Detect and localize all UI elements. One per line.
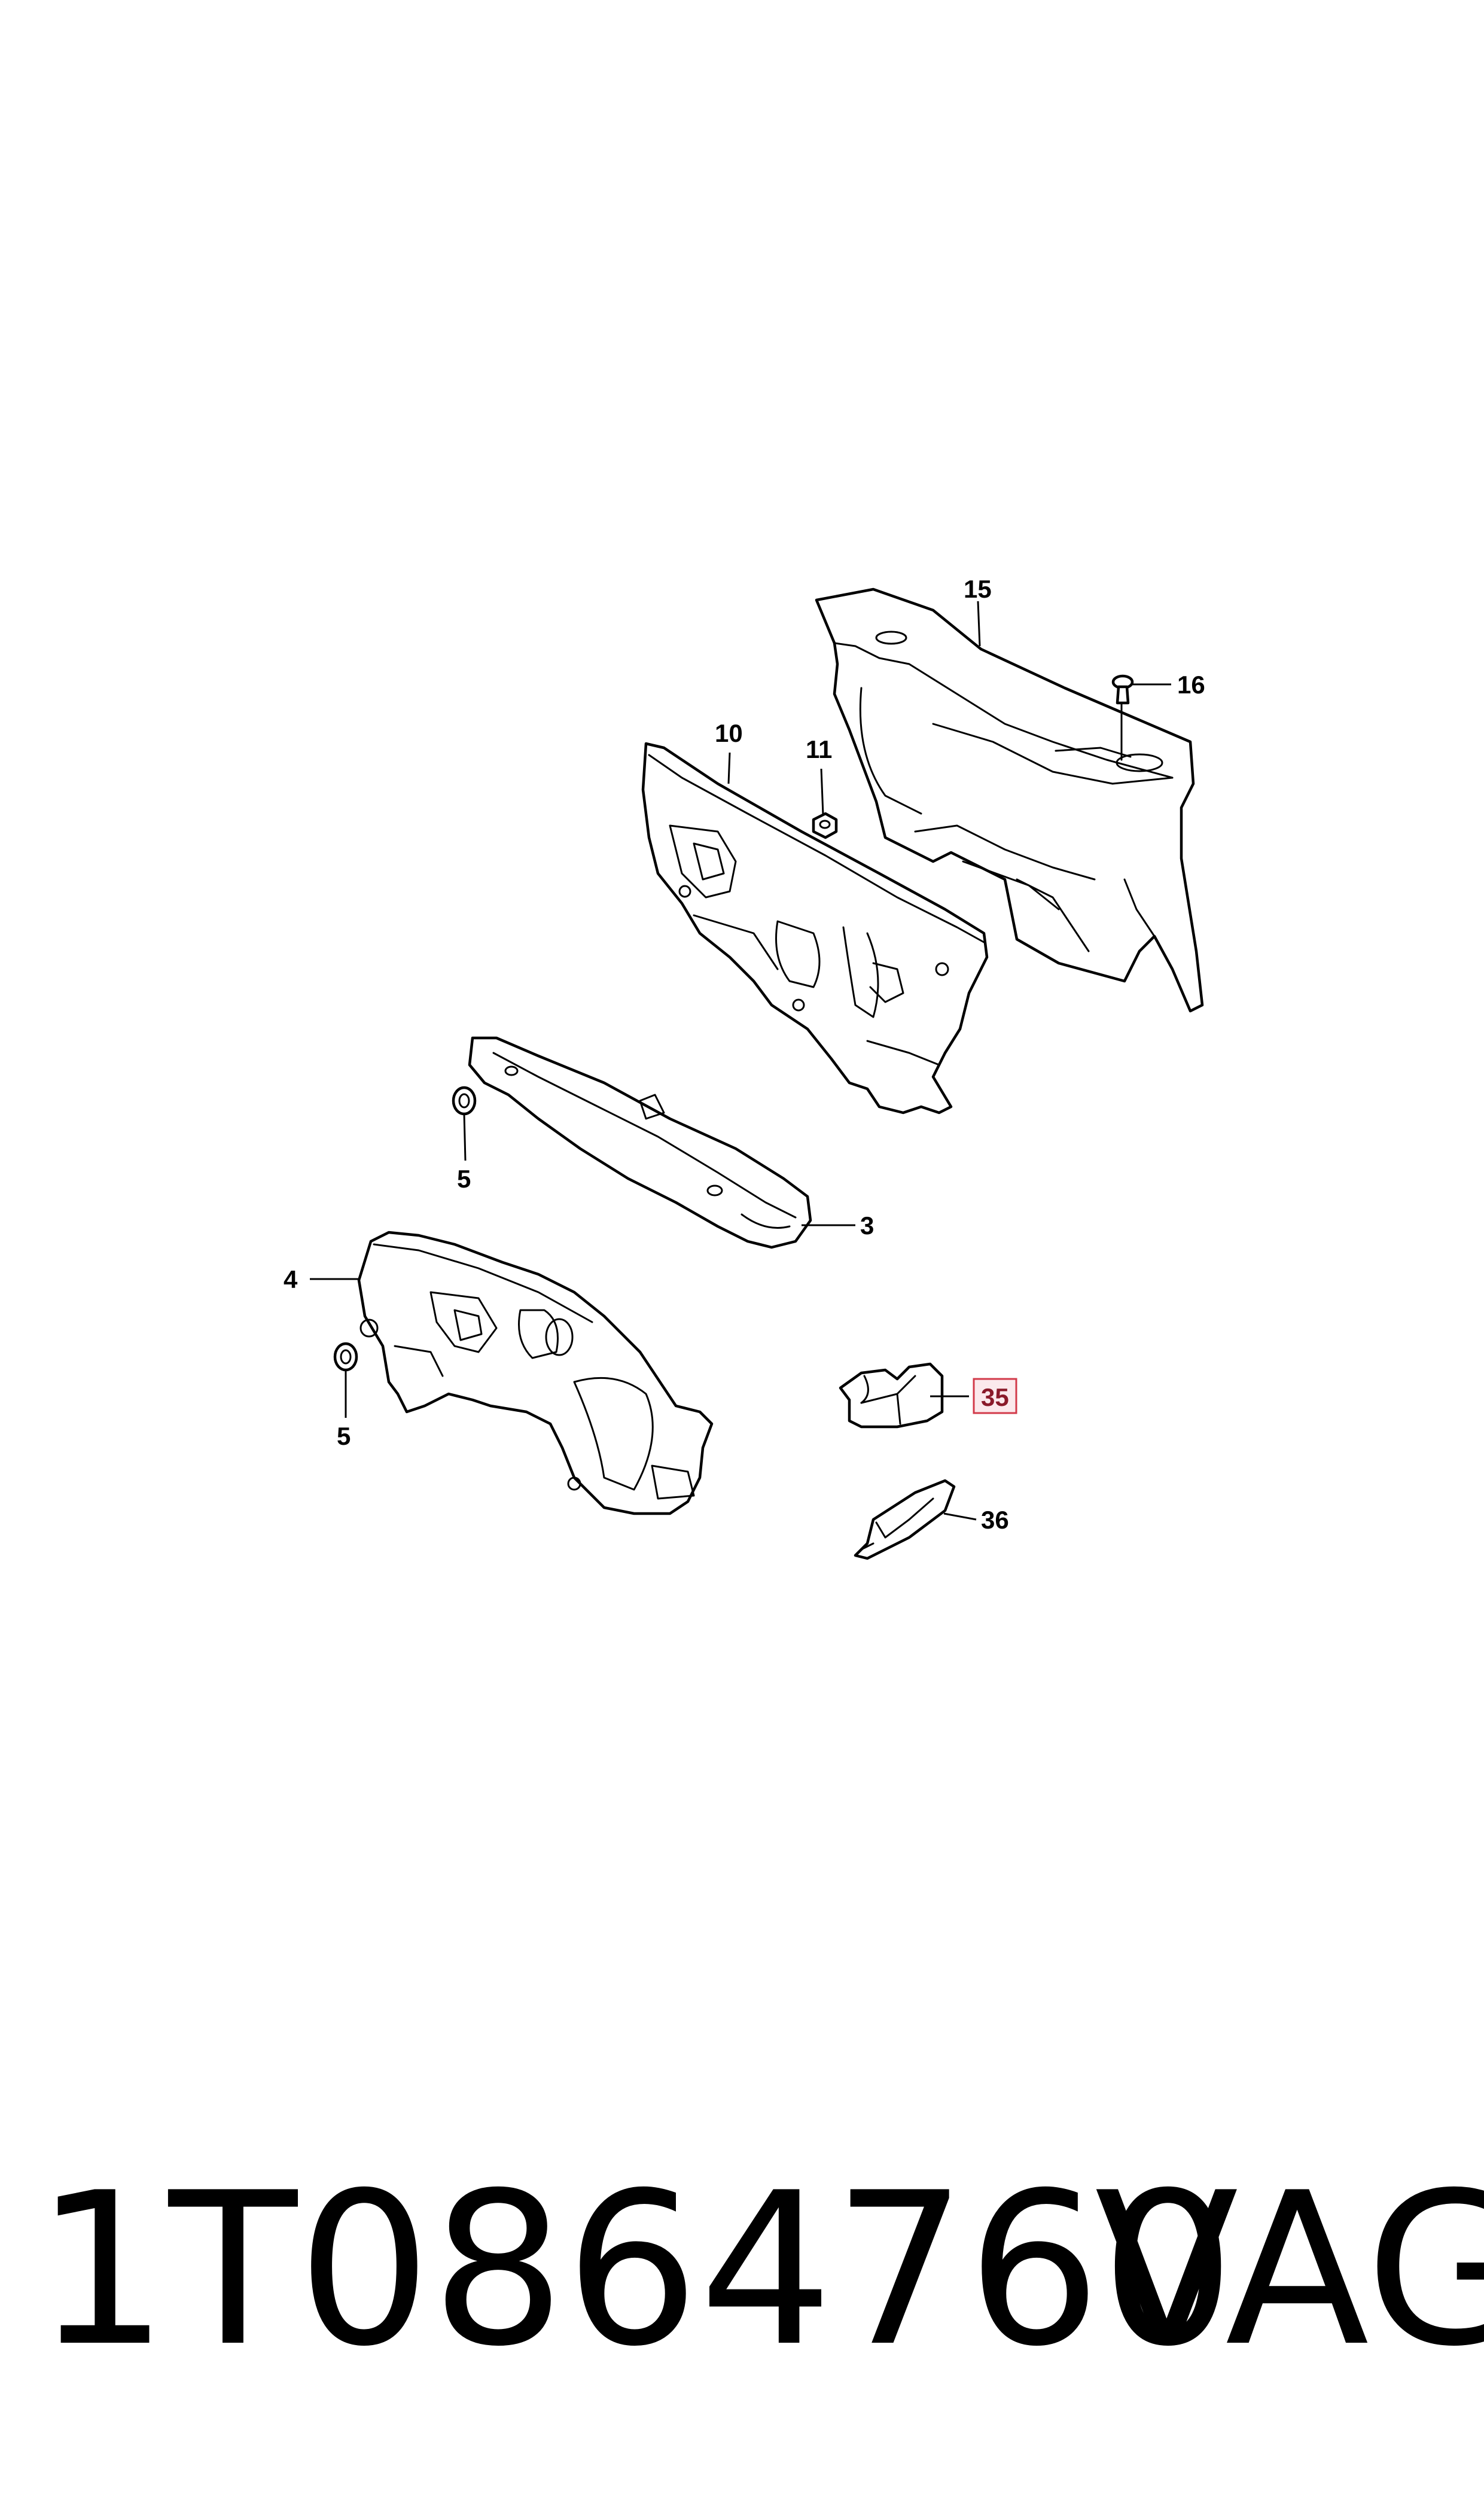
callout-5-lower: 5 — [337, 1422, 351, 1450]
part-36-strip — [854, 1479, 956, 1560]
part-15-insulation-panel — [815, 587, 1204, 1013]
part-5-grommet-lower — [333, 1342, 358, 1372]
leader-15 — [977, 601, 981, 647]
callout-16: 16 — [1177, 671, 1205, 699]
part-4-lower-insulation — [357, 1231, 714, 1515]
callout-15: 15 — [964, 575, 992, 603]
part-16-clip — [1111, 674, 1134, 705]
part-3-bracket — [468, 1036, 812, 1249]
callout-3: 3 — [860, 1211, 874, 1240]
callout-10: 10 — [715, 719, 743, 747]
part-10-insulation-panel — [641, 742, 989, 1115]
callout-36: 36 — [981, 1506, 1009, 1534]
brand-caption: VAG — [1095, 2148, 1484, 2393]
leader-lines — [310, 601, 1171, 1521]
callout-35: 35 — [981, 1383, 1009, 1411]
part-number-caption: 1T0864760 — [35, 2148, 1235, 2393]
part-5-grommet-upper — [452, 1086, 477, 1116]
callout-11: 11 — [806, 735, 832, 763]
part-11-nut — [812, 812, 838, 839]
callout-35-highlight-box — [973, 1378, 1017, 1414]
leader-11 — [820, 768, 824, 815]
callout-5-upper: 5 — [457, 1165, 471, 1193]
leader-5a — [463, 1113, 467, 1161]
leader-10 — [727, 752, 731, 784]
part-35-insulation-piece — [839, 1362, 944, 1429]
callouts: 15 16 10 11 5 3 4 5 35 36 — [284, 575, 1205, 1534]
leader-36 — [943, 1512, 977, 1521]
callout-4: 4 — [284, 1265, 298, 1293]
